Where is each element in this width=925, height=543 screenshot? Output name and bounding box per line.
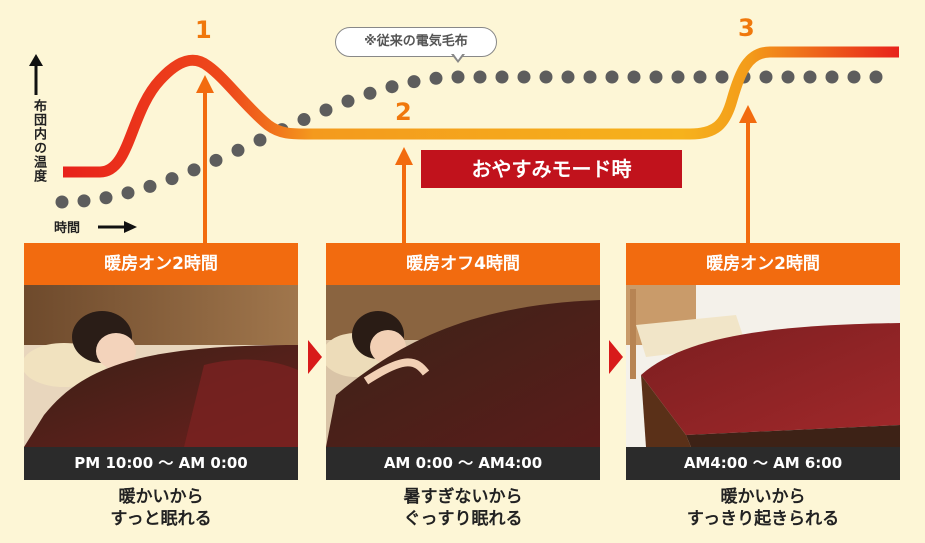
arrow-3 bbox=[739, 105, 757, 245]
curve-dot bbox=[473, 70, 487, 84]
arrow-2 bbox=[395, 147, 413, 245]
curve-dot bbox=[77, 194, 91, 208]
panel-caption: 暑すぎないから ぐっすり眠れる bbox=[326, 486, 600, 530]
curve-dot bbox=[55, 195, 69, 209]
curve-dot bbox=[803, 70, 817, 84]
panel-header: 暖房オン2時間 bbox=[24, 243, 298, 285]
empty-bed-photo bbox=[626, 285, 900, 447]
x-axis-arrow bbox=[98, 221, 137, 233]
curve-dot bbox=[539, 70, 553, 84]
curve-dot bbox=[671, 70, 685, 84]
caption-line-2: すっと眠れる bbox=[110, 509, 212, 529]
caption-line-2: ぐっすり眠れる bbox=[403, 509, 523, 529]
curve-dot bbox=[847, 70, 861, 84]
sleeping-woman-photo bbox=[326, 285, 600, 447]
curve-dot bbox=[209, 153, 223, 167]
temperature-graph bbox=[29, 46, 899, 245]
panel-caption: 暖かいから すっきり起きられる bbox=[626, 486, 900, 530]
marker-2: 2 bbox=[395, 98, 412, 126]
curve-dot bbox=[407, 75, 421, 89]
caption-line-1: 暖かいから bbox=[720, 487, 806, 507]
marker-1: 1 bbox=[195, 16, 212, 44]
conventional-blanket-callout: ※従来の電気毛布 bbox=[335, 27, 497, 57]
phase-panel-1: 暖房オン2時間 PM 10:00 〜 AM bbox=[24, 243, 298, 530]
panel-header: 暖房オン2時間 bbox=[626, 243, 900, 285]
curve-dot bbox=[649, 70, 663, 84]
y-axis-arrow bbox=[29, 54, 43, 95]
curve-dot bbox=[759, 70, 773, 84]
panel-caption: 暖かいから すっと眠れる bbox=[24, 486, 298, 530]
curve-dot bbox=[143, 179, 157, 193]
curve-dot bbox=[341, 94, 355, 108]
caption-line-1: 暑すぎないから bbox=[403, 487, 523, 507]
curve-dot bbox=[187, 163, 201, 177]
next-step-arrow bbox=[609, 340, 623, 374]
sleep-mode-banner: おやすみモード時 bbox=[421, 150, 682, 188]
sleep-mode-curve bbox=[63, 46, 899, 178]
curve-dot bbox=[605, 70, 619, 84]
curve-dot bbox=[517, 70, 531, 84]
curve-dot bbox=[561, 70, 575, 84]
curve-dot bbox=[869, 70, 883, 84]
x-axis-label: 時間 bbox=[54, 221, 81, 236]
sleeping-woman-photo bbox=[24, 285, 298, 447]
curve-dot bbox=[319, 103, 333, 117]
time-range: PM 10:00 〜 AM 0:00 bbox=[24, 447, 298, 480]
curve-dot bbox=[363, 86, 377, 100]
y-axis-label: 布団内の温度 bbox=[31, 99, 46, 183]
panel-header: 暖房オフ4時間 bbox=[326, 243, 600, 285]
time-range: AM 0:00 〜 AM4:00 bbox=[326, 447, 600, 480]
curve-dot bbox=[583, 70, 597, 84]
marker-3: 3 bbox=[738, 14, 755, 42]
arrow-1 bbox=[196, 75, 214, 245]
curve-dot bbox=[715, 70, 729, 84]
curve-dot bbox=[781, 70, 795, 84]
curve-dot bbox=[99, 191, 113, 205]
curve-dot bbox=[429, 71, 443, 85]
curve-dot bbox=[385, 80, 399, 94]
curve-dot bbox=[825, 70, 839, 84]
curve-dot bbox=[253, 133, 267, 147]
curve-dot bbox=[297, 113, 311, 127]
curve-dot bbox=[165, 172, 179, 186]
curve-dot bbox=[121, 186, 135, 200]
curve-dot bbox=[627, 70, 641, 84]
curve-dot bbox=[451, 70, 465, 84]
curve-dot bbox=[495, 70, 509, 84]
time-range: AM4:00 〜 AM 6:00 bbox=[626, 447, 900, 480]
conventional-blanket-curve bbox=[55, 70, 883, 209]
next-step-arrow bbox=[308, 340, 322, 374]
curve-dot bbox=[231, 143, 245, 157]
curve-dot bbox=[693, 70, 707, 84]
phase-panel-3: 暖房オン2時間 AM4:00 〜 AM 6:00 暖かいから すっきり起きられ bbox=[626, 243, 900, 530]
caption-line-2: すっきり起きられる bbox=[686, 509, 840, 529]
phase-panel-2: 暖房オフ4時間 AM 0:00 〜 AM4:00 暑すぎないから ぐっすり眠れ bbox=[326, 243, 600, 530]
caption-line-1: 暖かいから bbox=[118, 487, 204, 507]
